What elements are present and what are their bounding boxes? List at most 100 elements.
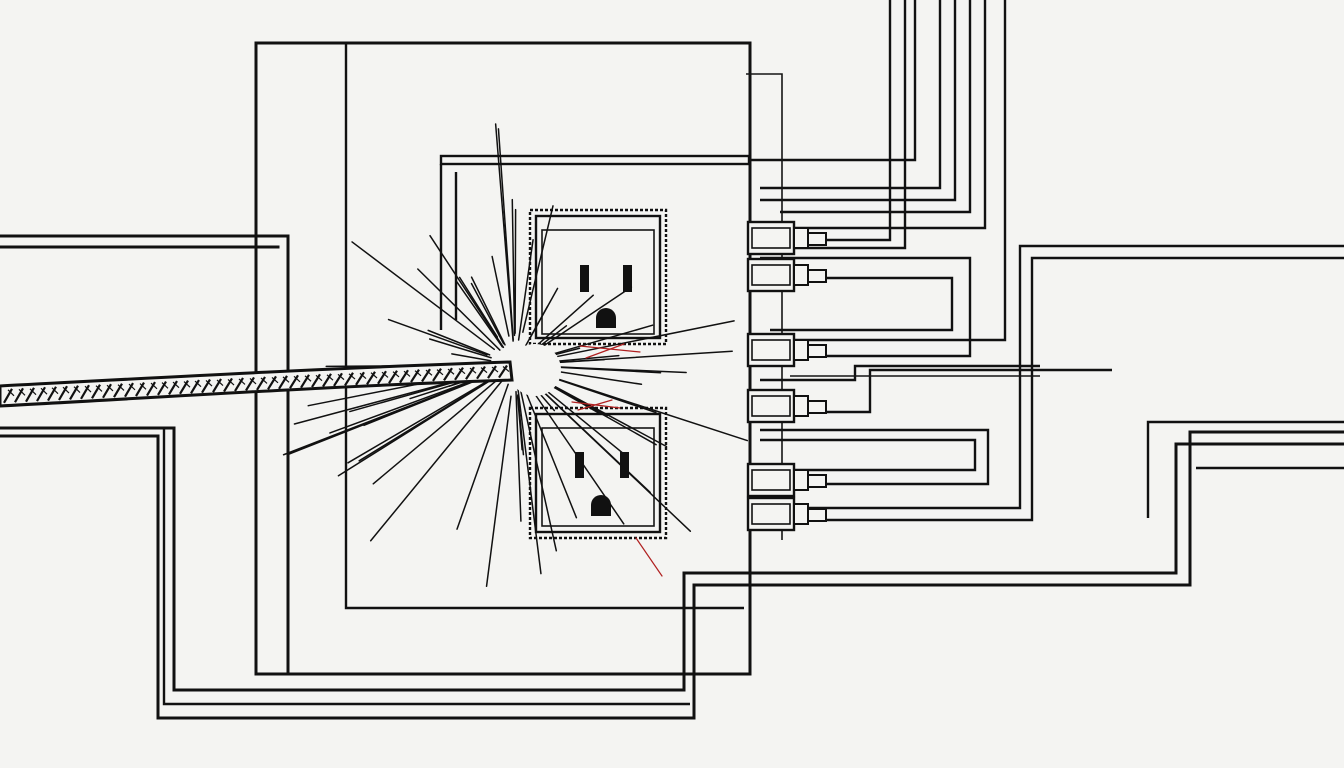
braid-strand-cross xyxy=(73,386,81,393)
right-wire-mid-1 xyxy=(760,364,1040,382)
spark-ray xyxy=(517,388,542,575)
braid-strand-cross xyxy=(183,381,191,388)
connector-body xyxy=(746,496,796,532)
connector-tip xyxy=(807,508,827,522)
connector-inner xyxy=(751,339,791,361)
braid-strand xyxy=(289,374,299,389)
braid-strand xyxy=(47,386,57,402)
braid-strand-cross xyxy=(249,377,257,385)
power-cord-braid xyxy=(3,364,510,404)
spark-ray xyxy=(428,338,492,359)
spark-ray xyxy=(511,198,516,337)
spark-ray xyxy=(534,294,595,348)
braid-strand xyxy=(366,371,376,385)
braid-strand-cross xyxy=(304,375,312,382)
braid-strand xyxy=(80,384,90,400)
braid-strand xyxy=(344,372,354,387)
braid-strand xyxy=(14,387,24,403)
braid-strand-cross xyxy=(161,382,169,389)
connector-tip xyxy=(807,232,827,246)
right-wire-long-1 xyxy=(760,244,1344,510)
outlet-upper-slot-left xyxy=(580,265,589,292)
braid-strand xyxy=(487,365,497,379)
connector-tip xyxy=(807,269,827,283)
connector-neck xyxy=(793,503,809,525)
outlet-lower-fuzzy-edge xyxy=(528,406,668,540)
braid-strand-cross xyxy=(7,389,15,397)
spark-ray xyxy=(524,388,578,519)
plug-connector-icon xyxy=(746,388,827,424)
braid-strand xyxy=(190,379,200,394)
braid-strand-cross xyxy=(128,383,136,391)
spark-ray xyxy=(538,324,654,359)
braid-strand xyxy=(113,383,123,398)
spark-ray xyxy=(522,205,554,333)
braid-strand xyxy=(454,366,464,381)
braid-strand-cross xyxy=(381,371,389,378)
bundle-loop-4 xyxy=(760,438,977,472)
spark-ray xyxy=(455,280,504,348)
braid-strand-cross xyxy=(84,385,92,393)
red-accent-marks xyxy=(571,343,663,577)
electrical-outlet-lower xyxy=(528,406,668,540)
braid-strand xyxy=(91,384,101,399)
braid-strand xyxy=(410,369,420,383)
braid-strand-cross xyxy=(238,378,246,385)
braid-strand-cross xyxy=(117,384,125,391)
braid-strand-cross xyxy=(392,371,400,378)
braid-strand-cross xyxy=(216,379,224,386)
bundle-loop-1 xyxy=(760,256,972,358)
left-wire-bottom-mid xyxy=(0,426,1344,692)
spark-ray xyxy=(458,276,499,338)
power-cord-icon xyxy=(0,360,514,408)
braid-strand xyxy=(300,374,310,389)
braid-strand-cross xyxy=(403,370,411,377)
braid-strand xyxy=(421,368,431,383)
outlet-upper-fuzzy-edge xyxy=(528,208,668,346)
bundle-wire-1 xyxy=(760,0,892,242)
connector-inner xyxy=(751,395,791,417)
outlet-upper-ground xyxy=(596,308,616,328)
connector-body xyxy=(746,220,796,256)
connector-inner xyxy=(751,227,791,249)
braid-strand-cross xyxy=(293,375,301,383)
spark-ray xyxy=(497,128,514,341)
spark-ray xyxy=(530,287,559,338)
braid-strand xyxy=(201,378,211,394)
braid-strand-cross xyxy=(315,374,323,382)
braid-strand-cross xyxy=(414,370,422,377)
plug-connector-icon xyxy=(746,496,827,532)
connector-body xyxy=(746,388,796,424)
left-wire-bottom-inner xyxy=(162,428,690,706)
braid-strand xyxy=(69,385,79,400)
braid-strand-cross xyxy=(29,388,37,396)
braid-strand xyxy=(146,381,156,397)
braid-strand-cross xyxy=(205,380,213,387)
braid-strand-cross xyxy=(40,387,48,395)
braid-strand xyxy=(25,387,35,403)
connector-inner xyxy=(751,264,791,286)
braid-strand xyxy=(432,368,442,382)
connector-neck xyxy=(793,339,809,361)
connector-body xyxy=(746,257,796,293)
braid-strand-cross xyxy=(139,383,147,390)
braid-strand xyxy=(476,365,486,380)
plug-connectors xyxy=(746,220,827,532)
spark-ray xyxy=(485,395,512,588)
inner-panel-line xyxy=(344,43,744,610)
spark-ray xyxy=(535,381,624,454)
connector-body xyxy=(746,332,796,368)
spark-ray xyxy=(369,380,503,542)
braid-strand-cross xyxy=(271,376,279,384)
spark-ray xyxy=(329,375,485,434)
upper-rail xyxy=(439,154,751,166)
spark-ray xyxy=(387,318,488,356)
spark-ray xyxy=(515,390,522,522)
plug-connector-icon xyxy=(746,220,827,256)
braid-strand-cross xyxy=(425,369,433,376)
spark-ray xyxy=(519,389,558,552)
bundle-wire-9 xyxy=(746,73,783,540)
braid-strand-cross xyxy=(106,384,114,392)
connector-neck xyxy=(793,395,809,417)
